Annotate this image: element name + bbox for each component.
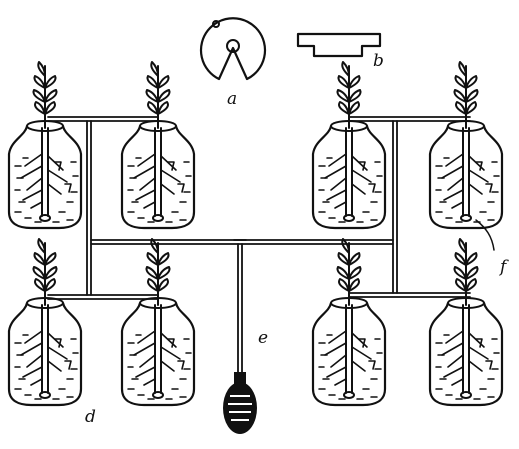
label-e: e	[258, 328, 268, 348]
leader-line-f	[475, 219, 495, 251]
plant-bottle	[311, 60, 387, 230]
stopper-part-a	[199, 17, 267, 81]
label-d: d	[85, 407, 96, 427]
plant-bottle	[120, 60, 196, 230]
label-a: a	[227, 89, 237, 109]
plant-bottle	[7, 237, 83, 407]
plant-bottle	[428, 237, 504, 407]
plant-bottle	[120, 237, 196, 407]
plant-bottle	[311, 237, 387, 407]
clamp-part-b	[296, 32, 382, 58]
label-f: f	[498, 257, 509, 277]
plant-bottle	[7, 60, 83, 230]
label-b: b	[373, 51, 384, 71]
plant-bottle	[428, 60, 504, 230]
rubber-bulb	[223, 372, 257, 434]
